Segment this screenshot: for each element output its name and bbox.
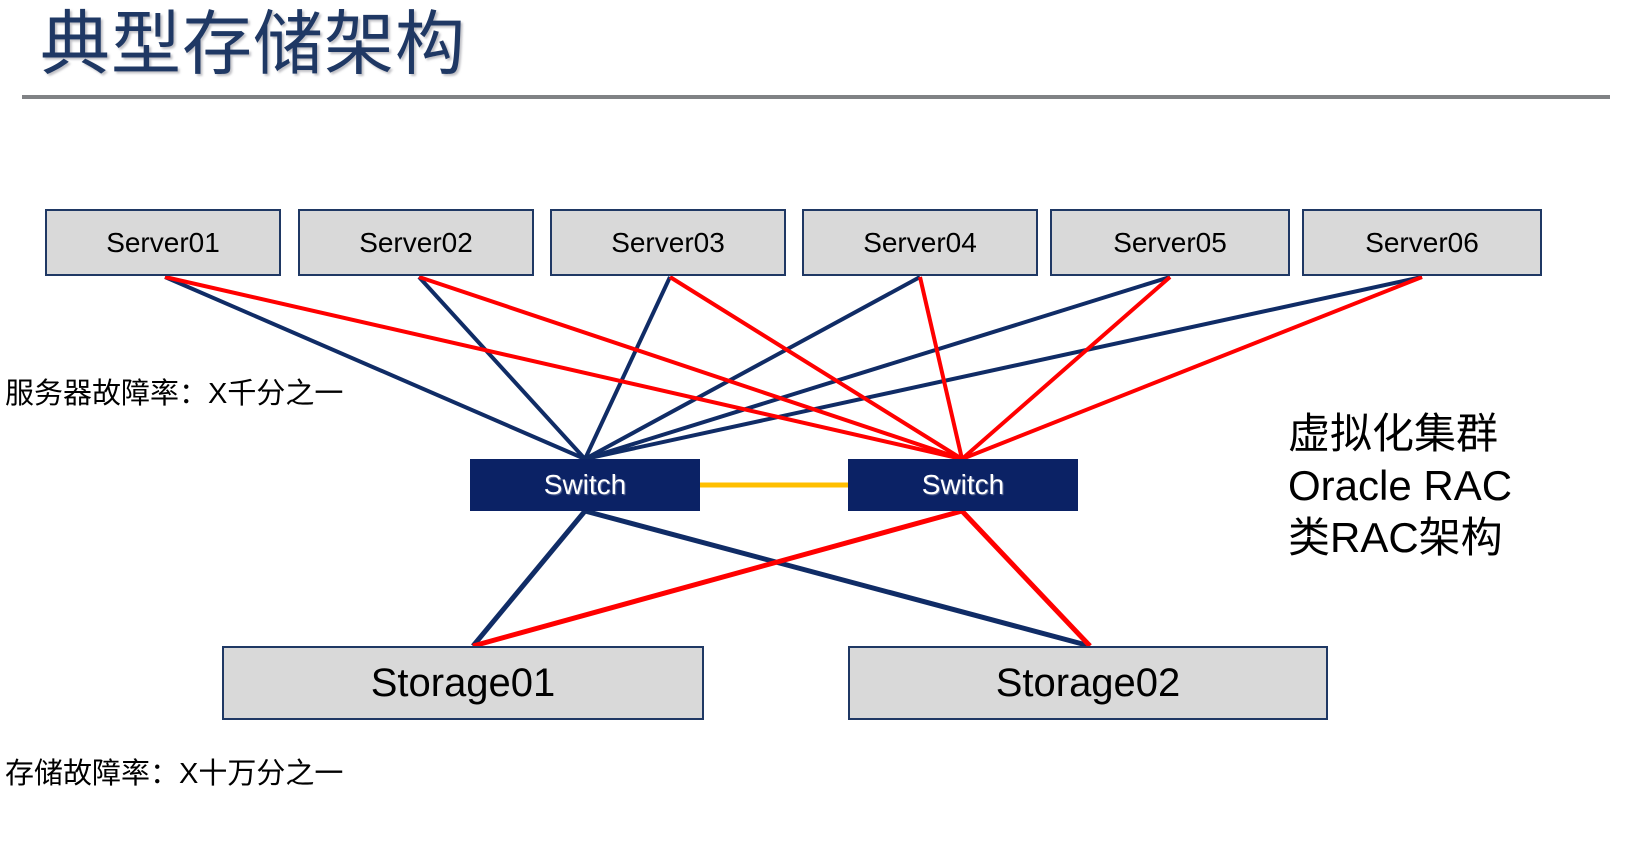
server-node-5-label: Server05 [1113,226,1227,258]
link-server3-switch1 [583,276,672,460]
cluster-note-line-2: Oracle RAC [1288,462,1513,509]
note-server-failure-rate: 服务器故障率：X千分之一 [5,378,344,410]
title-divider [22,95,1610,99]
link-switch2-storage1 [472,508,963,649]
link-server1-switch1 [164,275,586,461]
server-node-6-label: Server06 [1365,226,1479,258]
switch-node-1[interactable]: Switch [470,459,700,511]
storage-node-2-label: Storage02 [995,660,1181,705]
link-switch1-storage2 [584,508,1091,649]
storage-node-1-label: Storage01 [370,660,556,705]
link-server4-switch2 [918,276,964,460]
switch-node-1-label: Switch [543,469,627,500]
link-server1-switch2 [164,275,963,461]
switch-node-2[interactable]: Switch [848,459,1078,511]
note-storage-failure-rate: 存储故障率：X十万分之一 [5,758,344,790]
link-server3-switch2 [668,275,964,461]
link-switch2-storage2 [960,509,1092,648]
link-switch1-storage1 [471,509,587,648]
server-node-4[interactable]: Server04 [802,209,1038,276]
server-node-2-label: Server02 [359,226,473,258]
server-node-4-label: Server04 [863,226,977,258]
server-node-1[interactable]: Server01 [45,209,281,276]
link-server5-switch2 [960,275,1172,461]
server-node-6[interactable]: Server06 [1302,209,1542,276]
cluster-note-line-3: 类RAC架构 [1288,514,1503,561]
switch-node-2-label: Switch [921,469,1005,500]
server-node-1-label: Server01 [106,226,220,258]
cluster-note-line-1: 虚拟化集群 [1288,410,1499,457]
server-node-3[interactable]: Server03 [550,209,786,276]
link-server2-switch1 [417,275,587,461]
server-node-2[interactable]: Server02 [298,209,534,276]
storage-node-1[interactable]: Storage01 [222,646,704,720]
page-title: 典型存储架构 [40,5,466,83]
cluster-note-block: 虚拟化集群 Oracle RAC 类RAC架构 [1288,408,1512,564]
server-node-3-label: Server03 [611,226,725,258]
server-node-5[interactable]: Server05 [1050,209,1290,276]
link-server6-switch1 [584,275,1423,461]
link-server5-switch1 [584,275,1171,461]
storage-node-2[interactable]: Storage02 [848,646,1328,720]
link-server4-switch1 [584,275,921,461]
link-server6-switch2 [961,275,1423,461]
link-server2-switch2 [418,275,963,461]
